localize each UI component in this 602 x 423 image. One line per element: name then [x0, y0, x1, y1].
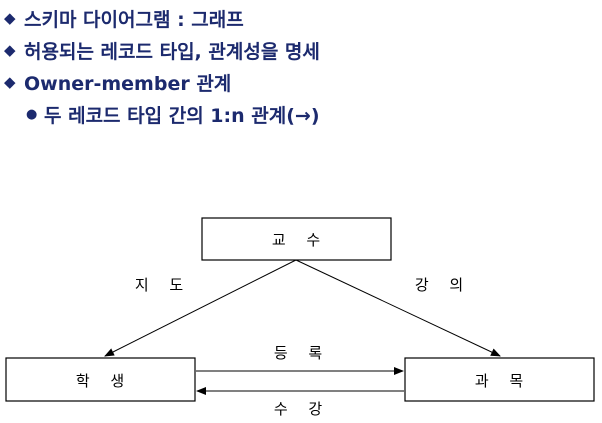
edge-advise-label: 지 도	[135, 276, 191, 294]
bullet-item-record-types: ◆ 허용되는 레코드 타입, 관계성을 명세	[4, 34, 598, 66]
bullet-item-owner-member: ◆ Owner-member 관계	[4, 66, 598, 98]
edge-enroll-label: 등 록	[274, 344, 330, 362]
edge-lecture-label: 강 의	[415, 276, 471, 294]
bullet-text: Owner-member 관계	[24, 72, 232, 95]
edge-lecture-arrow	[295, 259, 501, 357]
node-professor: 교 수	[201, 217, 392, 261]
bullet-list: ◆ 스키마 다이어그램 : 그래프 ◆ 허용되는 레코드 타입, 관계성을 명세…	[4, 2, 598, 130]
dot-bullet-icon: ●	[26, 106, 38, 122]
bullet-text: 두 레코드 타입 간의 1:n 관계(→)	[44, 104, 320, 127]
bullet-item-schema-diagram: ◆ 스키마 다이어그램 : 그래프	[4, 2, 598, 34]
bullet-text: 스키마 다이어그램 : 그래프	[24, 8, 244, 31]
node-course: 과 목	[404, 357, 595, 402]
edge-take-label: 수 강	[274, 400, 330, 418]
node-course-label: 과 목	[475, 372, 531, 390]
diamond-bullet-icon: ◆	[4, 73, 16, 91]
node-student-label: 학 생	[76, 372, 132, 390]
bullet-text: 허용되는 레코드 타입, 관계성을 명세	[24, 40, 320, 63]
diamond-bullet-icon: ◆	[4, 9, 16, 27]
edge-advise-arrow	[104, 259, 297, 357]
bullet-item-one-to-n: ● 두 레코드 타입 간의 1:n 관계(→)	[4, 98, 598, 130]
node-student: 학 생	[5, 357, 196, 402]
diamond-bullet-icon: ◆	[4, 41, 16, 59]
node-professor-label: 교 수	[272, 231, 328, 249]
